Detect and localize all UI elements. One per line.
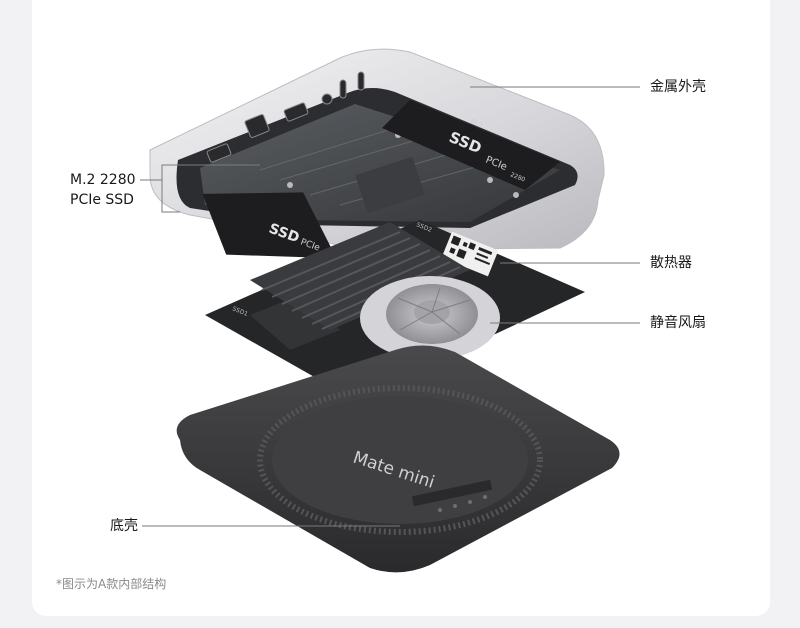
label-heatsink: 散热器 xyxy=(650,253,692,273)
label-ssd-line2: PCIe SSD xyxy=(70,190,134,210)
label-metal-shell: 金属外壳 xyxy=(650,77,706,97)
base-shell: Mate mini xyxy=(177,345,620,572)
label-bottom-shell: 底壳 xyxy=(110,516,138,536)
label-ssd-line1: M.2 2280 xyxy=(70,170,136,190)
footnote: *图示为A款内部结构 xyxy=(56,575,166,592)
label-fan: 静音风扇 xyxy=(650,313,706,333)
